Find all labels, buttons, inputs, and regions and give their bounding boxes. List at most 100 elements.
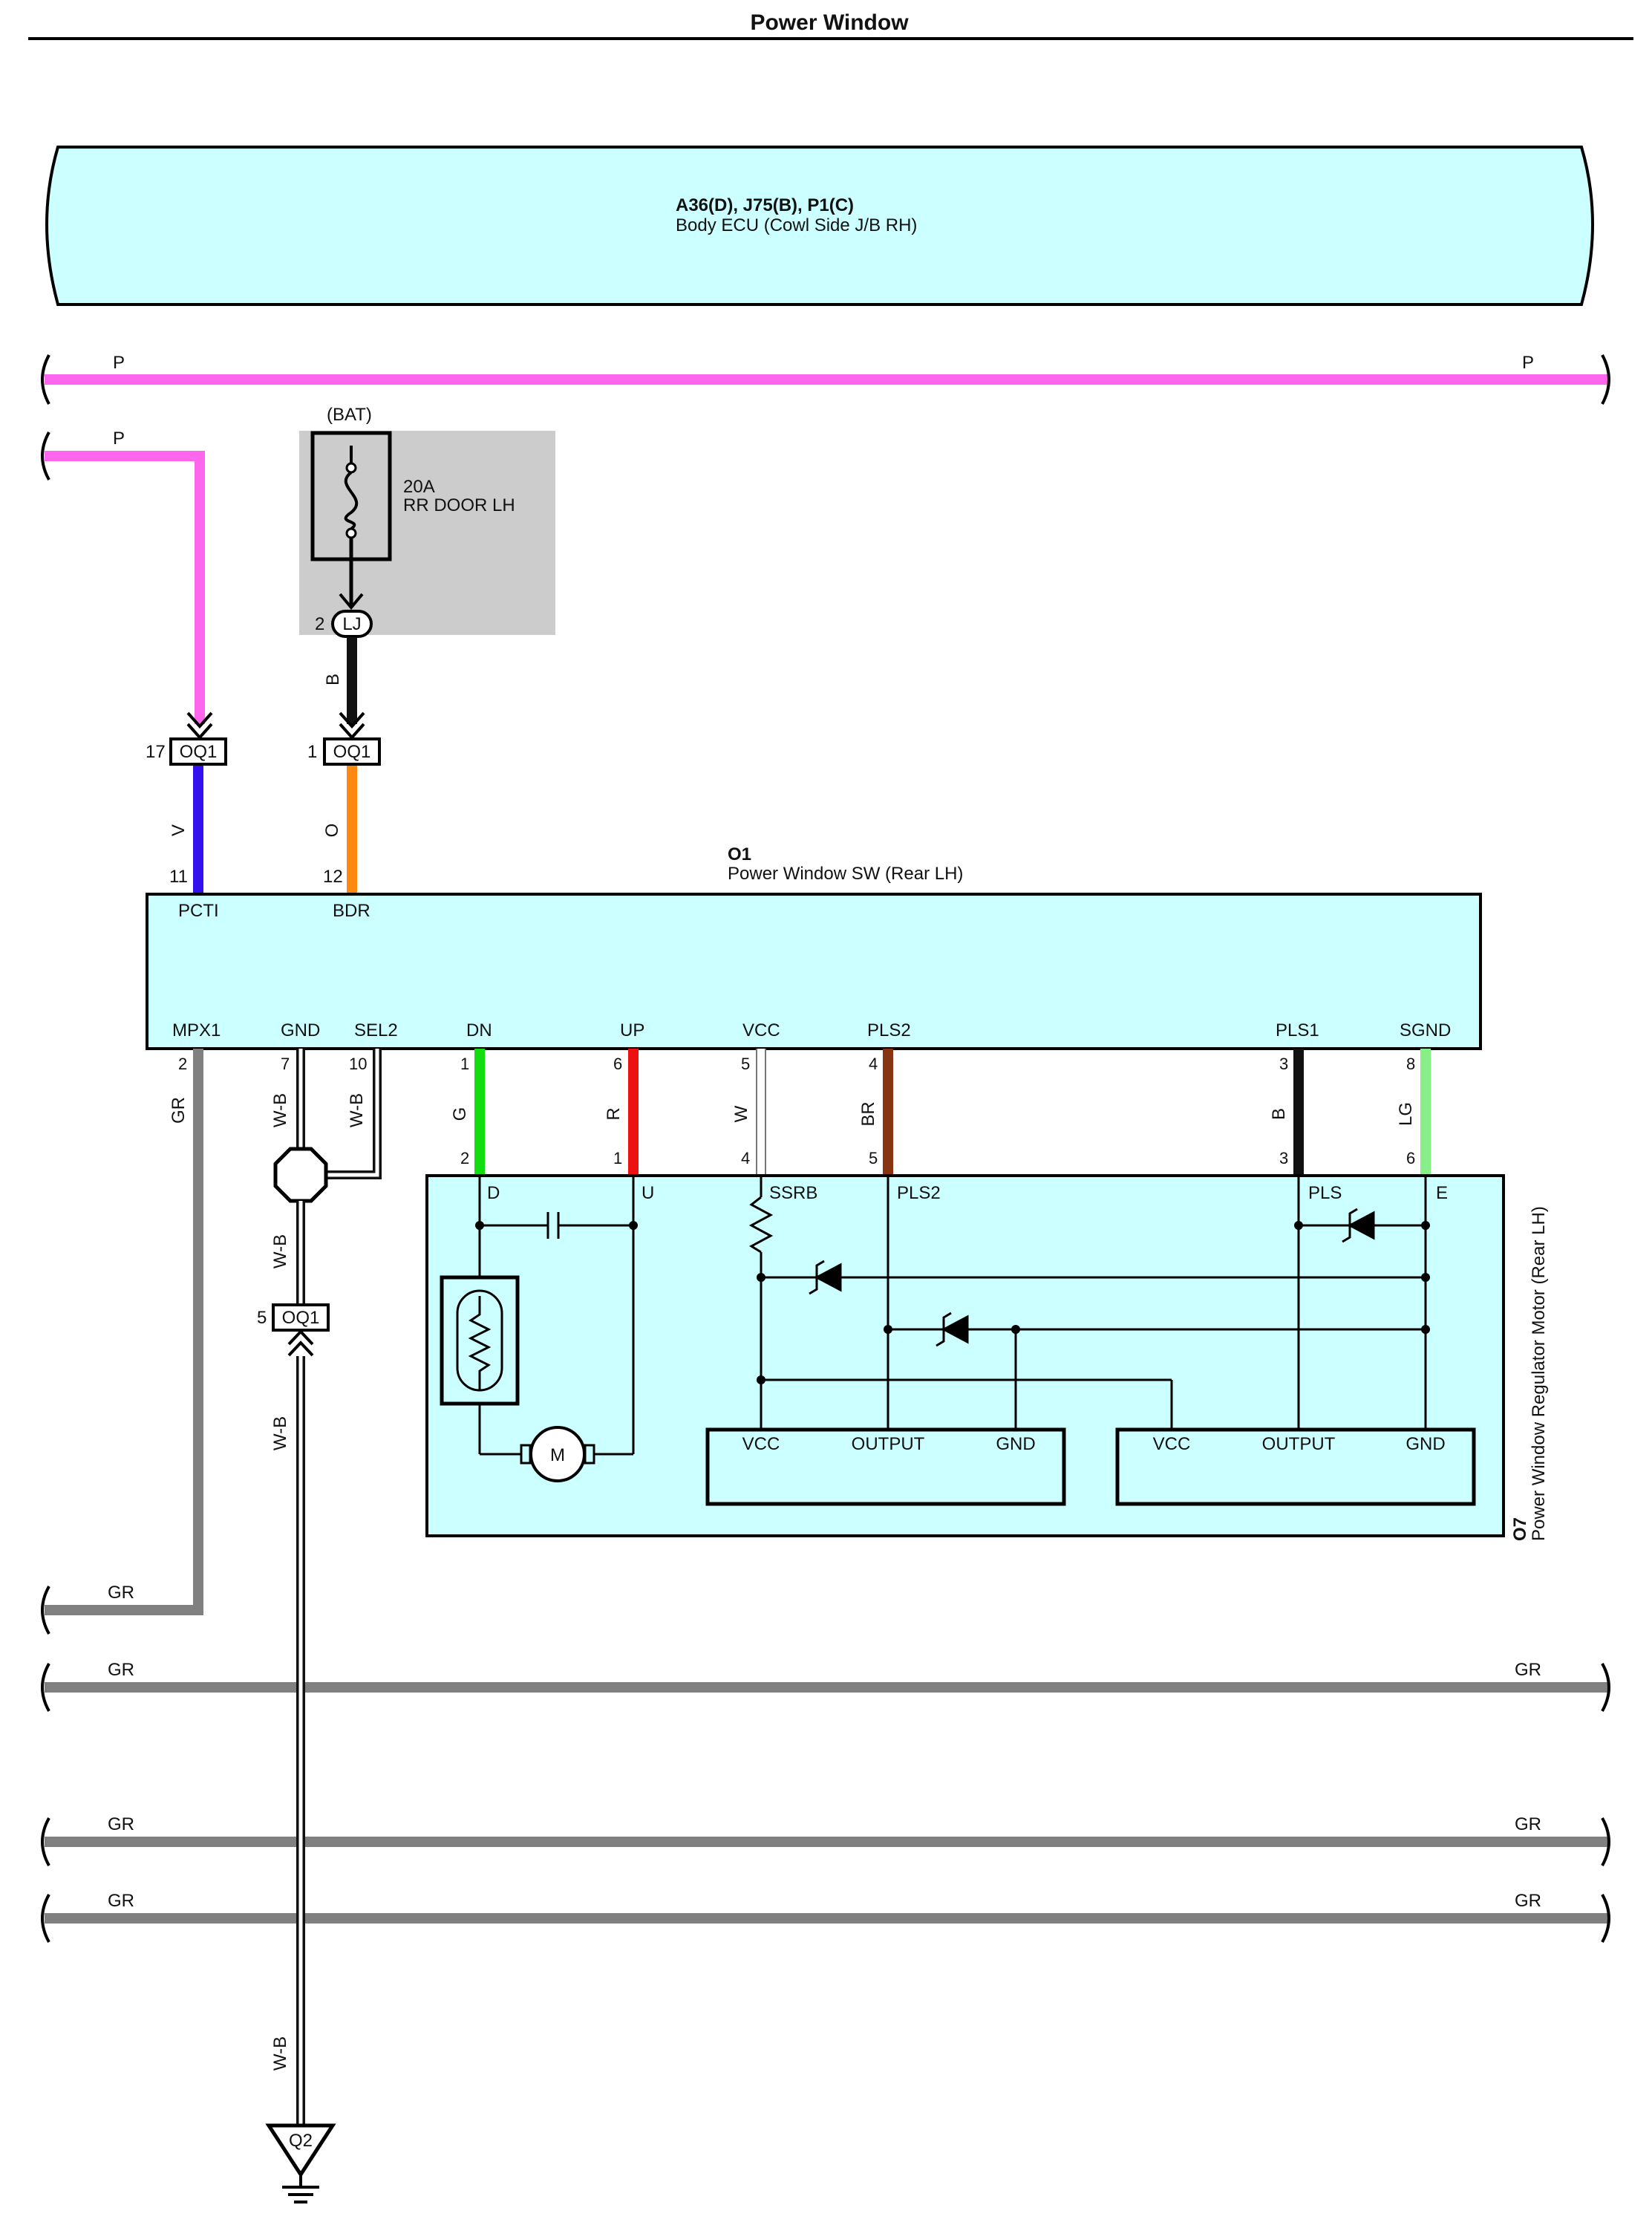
node-ssrb (757, 1273, 765, 1282)
motor-pin-2: 2 (460, 1149, 469, 1167)
motor-pin-u: U (641, 1183, 654, 1203)
terminal-up: UP (620, 1020, 644, 1040)
wire-label-gr2-right: GR (1515, 1814, 1541, 1834)
wire-label-br: BR (858, 1101, 878, 1126)
wire-label-gr-mpx1: GR (169, 1097, 189, 1124)
break-mark-gr3-right (1601, 1894, 1610, 1943)
terminal-pls1: PLS1 (1276, 1020, 1319, 1040)
motor-symbol: M (550, 1445, 565, 1465)
fuse-source: (BAT) (327, 405, 372, 425)
power-window-switch (146, 893, 1482, 1050)
sensor1-vcc: VCC (742, 1434, 780, 1454)
wire-label-wb-gnd: W-B (270, 1093, 290, 1127)
motor-pin-pls: PLS (1308, 1183, 1342, 1203)
wire-label-g: G (450, 1107, 470, 1121)
node-gnd1 (1011, 1325, 1020, 1334)
terminal-sel2: SEL2 (354, 1020, 398, 1040)
wire-label-lg: LG (1396, 1102, 1416, 1126)
junction-oq1-pin17 (169, 737, 227, 766)
node-e-3 (1421, 1221, 1430, 1230)
motor-name: Power Window Regulator Motor (Rear LH) (1529, 1206, 1549, 1541)
sensor2-vcc: VCC (1153, 1434, 1191, 1454)
sw-pin-12: 12 (323, 867, 343, 887)
terminal-sgnd: SGND (1400, 1020, 1451, 1040)
connector-lj (331, 610, 373, 638)
wire-label-wb-sel2: W-B (347, 1093, 367, 1127)
connector-arrow-5 (287, 1329, 314, 1357)
sw-pin-1: 1 (460, 1055, 469, 1073)
junction-oq1-label-5: OQ1 (282, 1308, 320, 1328)
ground-label: Q2 (289, 2131, 313, 2151)
sensor2-output: OUTPUT (1262, 1434, 1336, 1454)
sensor-circuit-wiring (748, 1176, 1427, 1430)
motor-internal-circuit (440, 1176, 635, 1465)
break-mark-p-branch (41, 431, 50, 481)
sensor1-output: OUTPUT (852, 1434, 925, 1454)
wire-label-gr1-left: GR (108, 1660, 134, 1680)
wire-label-p-right: P (1522, 353, 1534, 373)
junction-oq1-label-1: OQ1 (333, 742, 371, 762)
break-mark-gr2-right (1601, 1817, 1610, 1866)
terminal-gnd: GND (281, 1020, 320, 1040)
ecu-connectors: A36(D), J75(B), P1(C) (676, 195, 854, 215)
sw-pin-10: 10 (349, 1055, 367, 1073)
sensor1-gnd: GND (996, 1434, 1035, 1454)
wire-wb-sel2-inner (327, 1049, 379, 1177)
wire-label-wb-low: W-B (270, 1416, 290, 1450)
ground-q2 (265, 2123, 336, 2178)
wire-label-v: V (169, 824, 189, 836)
motor-icon (529, 1426, 586, 1482)
fuse-terminal-top (345, 462, 357, 474)
fuse-icon (344, 471, 359, 530)
wire-label-gr3-right: GR (1515, 1891, 1541, 1911)
body-ecu-box (45, 146, 1594, 306)
sw-pin-6: 6 (613, 1055, 622, 1073)
wire-label-b-fuse: B (323, 674, 343, 685)
connector-lj-label: LJ (342, 614, 361, 634)
wire-label-p-left: P (113, 353, 125, 373)
zener-diode-icon (809, 1260, 842, 1295)
motor-code: O7 (1510, 1517, 1530, 1541)
wire-label-o: O (322, 824, 342, 838)
node-pls (1294, 1221, 1303, 1230)
ecu-name: Body ECU (Cowl Side J/B RH) (676, 215, 917, 235)
sw-pin-2: 2 (178, 1055, 187, 1073)
junction-oq1-pin5 (272, 1303, 330, 1332)
pulse-sensor-1 (705, 1427, 1066, 1506)
wire-label-gr3-left: GR (108, 1891, 134, 1911)
sensor2-gnd: GND (1405, 1434, 1445, 1454)
break-mark-right (1601, 354, 1610, 405)
junction-oq1-pin1 (323, 737, 381, 766)
wire-p-branch (45, 451, 205, 724)
terminal-mpx1: MPX1 (172, 1020, 221, 1040)
wire-label-wb-ground: W-B (270, 2036, 290, 2071)
junction-oq1-pin1-num: 1 (307, 742, 317, 762)
wire-label-wb-mid: W-B (270, 1234, 290, 1268)
junction-oq1-pin5-num: 5 (257, 1308, 267, 1328)
switch-code: O1 (728, 844, 751, 864)
motor-pin-4: 4 (741, 1149, 750, 1167)
zener-diode-icon (936, 1312, 969, 1347)
fuse-arrow (339, 593, 364, 610)
wire-label-p-branch: P (113, 429, 125, 449)
wire-label-w: W (731, 1105, 751, 1122)
terminal-bdr: BDR (333, 901, 370, 921)
terminal-pcti: PCTI (178, 901, 219, 921)
sw-pin-5: 5 (741, 1055, 750, 1073)
junction-oq1-pin17-num: 17 (146, 742, 166, 762)
break-mark-gr1-left (41, 1663, 50, 1712)
splice-point (273, 1147, 328, 1203)
node-e-2 (1421, 1325, 1430, 1334)
terminal-pls2: PLS2 (867, 1020, 911, 1040)
wire-label-b: B (1269, 1108, 1289, 1120)
sw-pin-4: 4 (869, 1055, 878, 1073)
motor-pin-1: 1 (613, 1149, 622, 1167)
break-mark-left (41, 354, 50, 405)
motor-pin-e: E (1436, 1183, 1448, 1203)
sw-pin-8: 8 (1406, 1055, 1415, 1073)
sw-pin-11: 11 (169, 867, 188, 887)
junction-oq1-label-17: OQ1 (180, 742, 218, 762)
wire-gr-mpx1 (45, 1049, 203, 1615)
break-mark-gr-mpx1 (41, 1586, 50, 1635)
